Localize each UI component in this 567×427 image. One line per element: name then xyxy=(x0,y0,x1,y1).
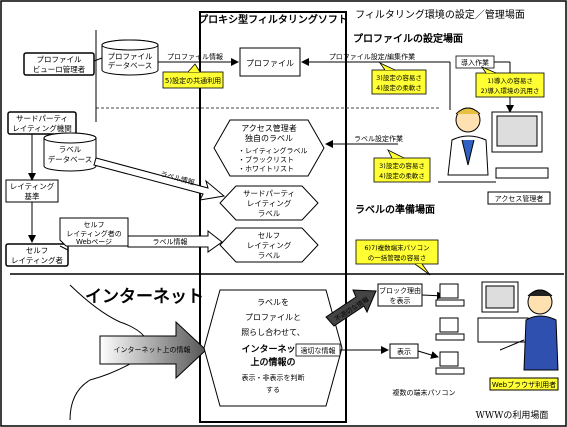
callout-4 xyxy=(373,149,431,183)
callout-3-line1: 1)導入の容易さ xyxy=(487,76,533,85)
pc-terminal-1-icon xyxy=(435,283,465,307)
callout-4-line2: 4)設定の柔軟さ xyxy=(379,171,425,180)
display-label: 表示 xyxy=(397,347,411,356)
block-reason-line2: を表示 xyxy=(390,296,411,305)
profile-edit-label: プロファイル設定/編集作業 xyxy=(329,52,415,61)
profile-bureau-line2: ビューロ管理者 xyxy=(33,64,86,74)
self-label-hexagon xyxy=(219,227,319,263)
callout-4-line1: 3)設定の容易さ xyxy=(379,161,425,170)
profile-db-line1: プロファイル xyxy=(108,52,153,61)
access-admin-label: アクセス管理者 xyxy=(495,194,544,203)
label-db-cylinder xyxy=(43,132,97,172)
appropriate-label: 適切な情報 xyxy=(301,346,336,355)
self-webpage-line2: レイティング者の xyxy=(66,229,121,238)
third-party-label-line1: サードパーティ xyxy=(243,189,295,198)
callout-5-line2: の一括管理の容易さ xyxy=(368,253,427,262)
profile-bureau-line1: プロファイル xyxy=(37,55,82,64)
decision-line7: する xyxy=(266,386,280,394)
callout-5-line1: 6)7)複数端末パソコン xyxy=(364,243,429,252)
install-label: 導入作業 xyxy=(461,58,489,67)
callout-1-text: 5)設定の共通利用 xyxy=(165,76,221,85)
profile-info-label: プロファイル情報 xyxy=(167,52,223,61)
label-db-line1: ラベル xyxy=(59,145,82,154)
many-pcs-label: 複数の端末パソコン xyxy=(393,388,456,397)
decision-line6: 表示・非表示を判断 xyxy=(242,373,305,382)
decision-line4: インターネット xyxy=(241,343,304,355)
admin-labels-line2: 独自のラベル xyxy=(245,133,293,143)
label-setting-label: ラベル設定作業 xyxy=(354,134,403,143)
profile-box xyxy=(239,47,301,77)
internet-info-label: インターネット上の情報 xyxy=(114,345,191,354)
callout-2 xyxy=(371,61,427,95)
decision-line1: ラベルを xyxy=(257,298,289,307)
decision-line3: 照らし合わせて、 xyxy=(241,327,305,337)
access-admin-person-icon xyxy=(438,107,549,183)
label-info-2-label: ラベル情報 xyxy=(153,237,188,246)
self-label-line2: レイティング xyxy=(247,240,292,250)
web-user-person-icon xyxy=(477,281,559,371)
label-info-arrow-2 xyxy=(127,229,223,253)
page-title: フィルタリング環境の設定／管理場面 xyxy=(355,8,525,21)
section-label-prep: ラベルの準備場面 xyxy=(355,203,435,216)
display-arrow xyxy=(417,350,439,359)
third-party-line2: レイティング機関 xyxy=(12,123,71,133)
self-rater-line2: レイティング者 xyxy=(11,255,63,265)
self-webpage-line1: セルフ xyxy=(84,221,105,229)
decision-line2: プロファイルと xyxy=(245,313,301,322)
rating-std-line1: レイティング xyxy=(10,181,55,191)
third-party-label-hexagon xyxy=(219,185,319,221)
profile-bureau-box xyxy=(23,52,95,76)
callout-5 xyxy=(355,239,439,276)
label-db-line2: データベース xyxy=(48,154,93,164)
label-info-arrow-1 xyxy=(93,157,226,201)
bureau-db-link xyxy=(93,57,103,62)
third-party-label-line2: レイティング xyxy=(247,198,292,208)
callout-3-line2: 2)導入環境の汎用さ xyxy=(481,86,540,95)
internet-info-arrow xyxy=(99,320,207,380)
decision-line5: 上の情報の xyxy=(250,356,295,368)
profile-db-cylinder xyxy=(101,39,159,76)
third-party-box xyxy=(7,111,77,135)
web-user-box xyxy=(489,377,559,391)
admin-labels-line1: アクセス管理者 xyxy=(241,123,297,133)
profile-label: プロファイル xyxy=(246,59,294,68)
third-party-label-line3: ラベル xyxy=(258,209,281,218)
self-to-webpage xyxy=(59,245,69,251)
center-title: プロキシ型フィルタリングソフト xyxy=(198,13,348,26)
section-profile-setup: プロファイルの設定場面 xyxy=(353,32,463,45)
section-internet: インターネット xyxy=(85,287,204,307)
admin-list-1: ・レイティングラベル xyxy=(238,146,307,155)
admin-list-3: ・ホワイトリスト xyxy=(238,165,294,173)
self-label-line1: セルフ xyxy=(258,231,281,240)
callout-2-line1: 3)設定の容易さ xyxy=(376,73,422,82)
inappropriate-arrow xyxy=(325,289,377,327)
self-rater-box xyxy=(5,243,69,267)
callout-2-line2: 4)設定の柔軟さ xyxy=(376,83,422,92)
admin-labels-hexagon xyxy=(213,119,325,177)
block-reason-line1: ブロック理由 xyxy=(379,286,421,295)
callout-3 xyxy=(475,66,545,98)
self-label-line3: ラベル xyxy=(258,251,281,260)
admin-list-2: ・ブラックリスト xyxy=(238,155,294,164)
third-party-line1: サードパーティ xyxy=(16,114,68,123)
pc-terminal-3-icon xyxy=(435,351,465,375)
self-rater-line1: セルフ xyxy=(26,246,49,255)
profile-db-line2: データベース xyxy=(108,60,153,70)
self-webpage-box xyxy=(59,217,129,247)
access-admin-box xyxy=(487,191,551,205)
decision-hexagon xyxy=(203,289,343,407)
self-webpage-line3: Webページ xyxy=(76,238,112,246)
proxy-box xyxy=(199,11,347,423)
web-user-label: Webブラウザ利用者 xyxy=(492,380,556,389)
rating-std-line2: 基準 xyxy=(25,191,40,201)
callout-1 xyxy=(162,63,224,89)
section-www-use: WWWの利用場面 xyxy=(476,409,549,421)
pc-terminal-2-icon xyxy=(435,317,465,341)
